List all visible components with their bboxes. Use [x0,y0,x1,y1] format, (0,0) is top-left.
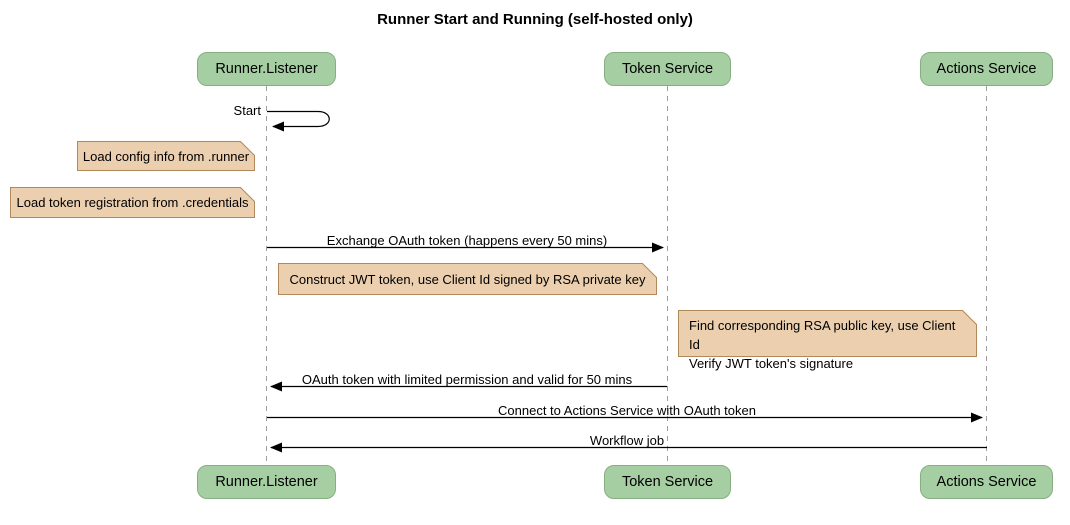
note-construct-jwt: Construct JWT token, use Client Id signe… [278,263,657,295]
note-text: Load token registration from .credential… [16,195,249,210]
participant-label: Token Service [621,61,714,77]
participant-label: Actions Service [936,61,1037,77]
self-message-start-loop [267,110,330,132]
message-label-start: Start [233,103,261,118]
message-label-connect-actions: Connect to Actions Service with OAuth to… [498,403,756,418]
note-text-line: Verify JWT token's signature [689,355,854,371]
message-label-workflow-job: Workflow job [589,433,665,448]
note-fold-icon [642,263,657,278]
message-label-exchange-oauth: Exchange OAuth token (happens every 50 m… [326,233,608,248]
participant-token-service-bottom: Token Service [604,465,731,499]
participant-label: Token Service [621,474,714,490]
participant-runner-listener-top: Runner.Listener [197,52,336,86]
participant-label: Runner.Listener [215,61,318,77]
participant-runner-listener-bottom: Runner.Listener [197,465,336,499]
note-verify-jwt: Find corresponding RSA public key, use C… [678,310,977,371]
note-fold-icon [240,141,255,156]
participant-label: Actions Service [936,474,1037,490]
note-text-line: Find corresponding RSA public key, use C… [689,318,956,352]
diagram-title: Runner Start and Running (self-hosted on… [377,11,693,28]
note-load-token-registration: Load token registration from .credential… [10,187,255,218]
participant-label: Runner.Listener [215,474,318,490]
note-load-config: Load config info from .runner [77,141,255,171]
message-label-oauth-token-return: OAuth token with limited permission and … [301,372,633,387]
participant-actions-service-top: Actions Service [920,52,1053,86]
note-fold-icon [962,310,977,325]
note-text: Construct JWT token, use Client Id signe… [289,271,646,287]
note-fold-icon [240,187,255,202]
participant-token-service-top: Token Service [604,52,731,86]
note-text: Load config info from .runner [82,148,250,164]
participant-actions-service-bottom: Actions Service [920,465,1053,499]
